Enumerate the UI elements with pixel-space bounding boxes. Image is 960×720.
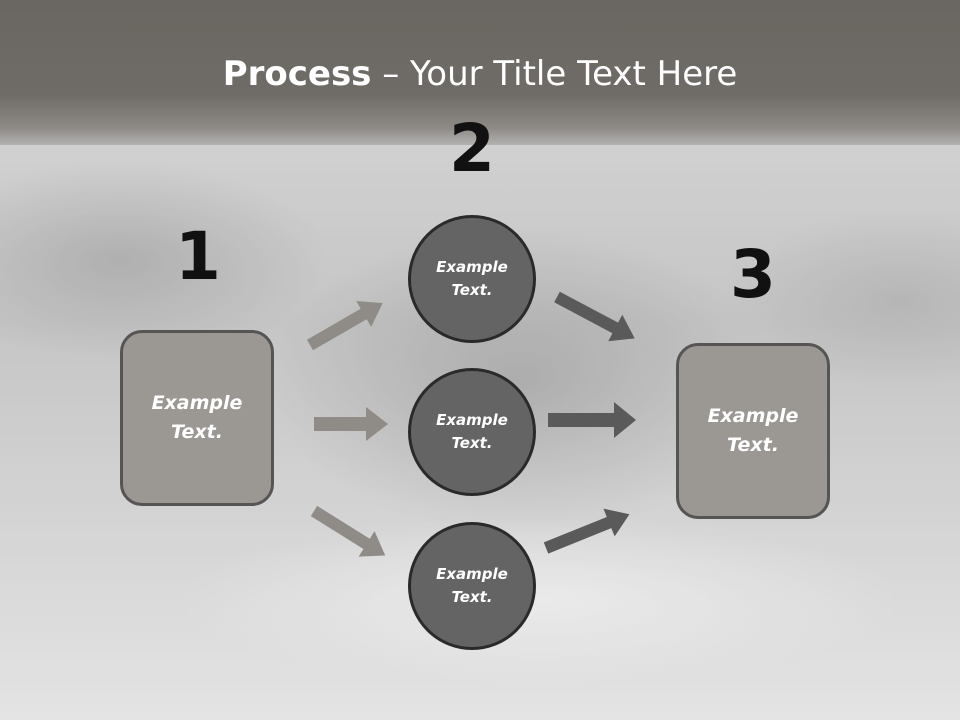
circle-top-label: Example Text. bbox=[436, 258, 508, 299]
right-arrow-icon bbox=[548, 402, 636, 438]
step-1-number: 1 bbox=[175, 218, 221, 295]
end-box-label: Example Text. bbox=[707, 405, 799, 456]
slide-title: Process – Your Title Text Here bbox=[0, 50, 960, 98]
end-box: Example Text. bbox=[676, 343, 830, 519]
circle-top: Example Text. bbox=[408, 215, 536, 343]
step-2-number: 2 bbox=[449, 110, 495, 187]
right-arrow-icon bbox=[314, 407, 388, 441]
title-rest: – Your Title Text Here bbox=[371, 54, 738, 94]
start-box: Example Text. bbox=[120, 330, 274, 506]
right-arrow-icon bbox=[310, 505, 386, 557]
circle-bottom: Example Text. bbox=[408, 522, 536, 650]
circle-middle: Example Text. bbox=[408, 368, 536, 496]
right-arrow-icon bbox=[554, 291, 635, 342]
start-box-label: Example Text. bbox=[151, 392, 243, 443]
right-arrow-icon bbox=[543, 508, 630, 554]
right-arrow-icon bbox=[307, 301, 383, 351]
circle-middle-label: Example Text. bbox=[436, 411, 508, 452]
circle-bottom-label: Example Text. bbox=[436, 565, 508, 606]
title-strong: Process bbox=[222, 54, 372, 94]
title-band bbox=[0, 0, 960, 145]
step-3-number: 3 bbox=[730, 236, 776, 313]
